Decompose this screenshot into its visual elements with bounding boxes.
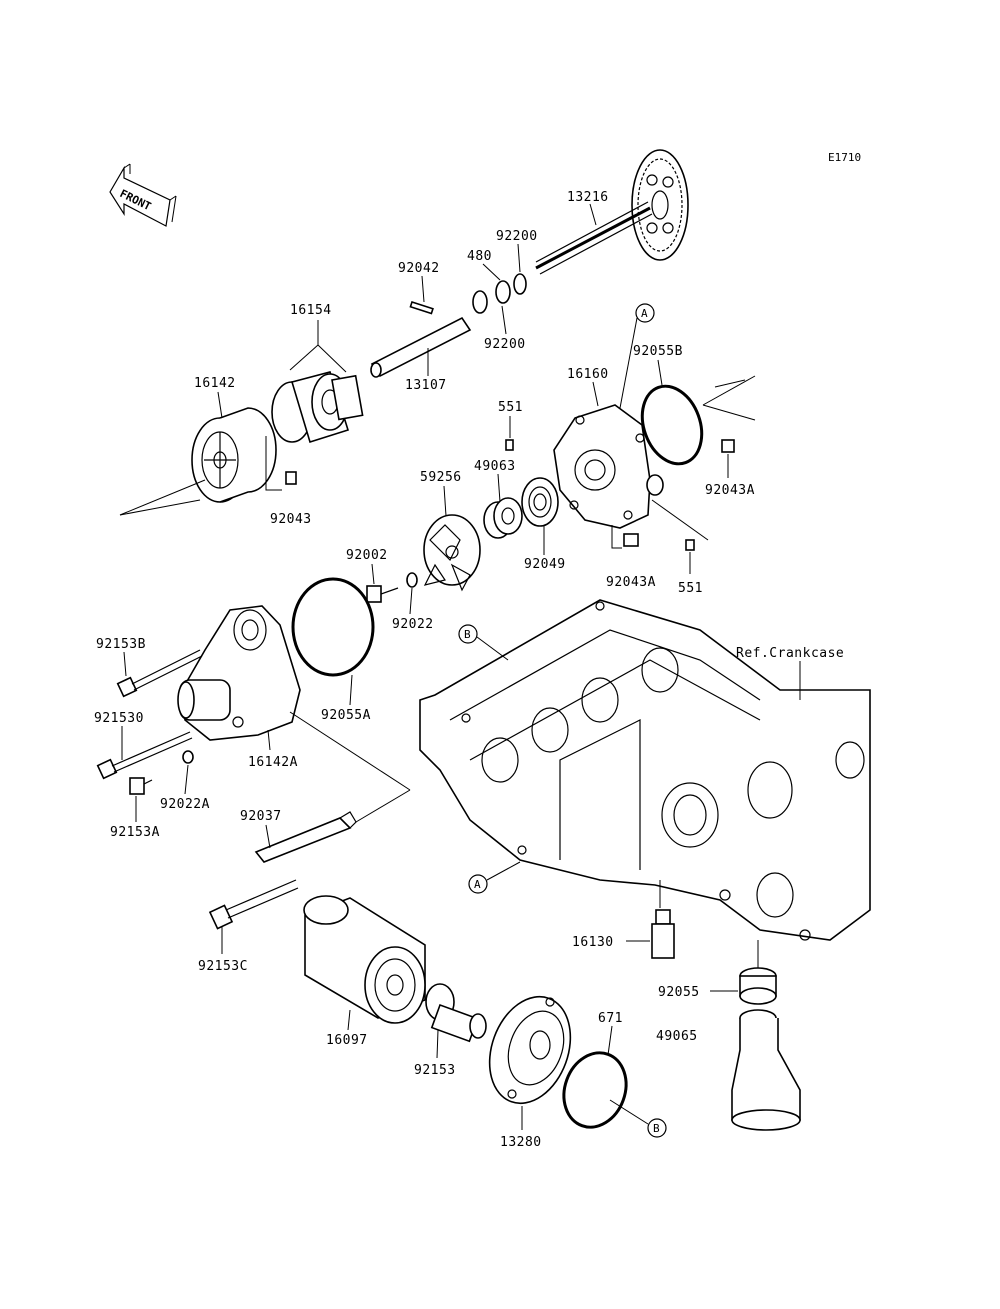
label-551-upper: 551 [498, 400, 523, 415]
bolt-92153C [208, 879, 299, 930]
label-92002: 92002 [346, 548, 388, 563]
label-92153C: 92153C [198, 959, 248, 974]
label-92049: 92049 [524, 557, 566, 572]
callout-a-lower [468, 874, 488, 894]
oil-filter-16097 [303, 895, 426, 1024]
rotor-housing-16142 [191, 407, 277, 503]
callout-a-lower-text: A [474, 878, 481, 891]
washer-92200-upper [513, 273, 527, 295]
callout-b-lower-text: B [653, 1122, 660, 1135]
label-480: 480 [467, 249, 492, 264]
pump-cover-16160 [553, 404, 664, 529]
label-92043: 92043 [270, 512, 312, 527]
bolt-92153A [129, 777, 153, 795]
label-16142A: 16142A [248, 755, 298, 770]
label-92200-upper: 92200 [496, 229, 538, 244]
strainer-ring-92055 [739, 967, 777, 1005]
bearing-92049 [521, 477, 559, 527]
label-92200-lower: 92200 [484, 337, 526, 352]
fitting-92153 [425, 983, 487, 1043]
label-92043A-lower: 92043A [606, 575, 656, 590]
label-13280: 13280 [500, 1135, 542, 1150]
label-92153A: 92153A [110, 825, 160, 840]
seal-49063 [483, 497, 523, 539]
label-16130: 16130 [572, 935, 614, 950]
label-92055: 92055 [658, 985, 700, 1000]
label-92055A: 92055A [321, 708, 371, 723]
dowel-92043 [285, 471, 297, 485]
label-13216: 13216 [567, 190, 609, 205]
bolt-92002 [366, 585, 399, 603]
label-92055B: 92055B [633, 344, 683, 359]
crankcase [419, 599, 871, 941]
label-551-lower: 551 [678, 581, 703, 596]
label-16142: 16142 [194, 376, 236, 391]
label-59256: 59256 [420, 470, 462, 485]
pump-body-16142A [177, 605, 301, 741]
front-arrow-icon: FRONT [109, 163, 177, 227]
bolt-92153B [116, 649, 203, 698]
callout-b-lower [647, 1118, 667, 1138]
label-13107: 13107 [405, 378, 447, 393]
washer-92200-lower [472, 290, 488, 314]
gear-13216 [535, 149, 689, 275]
label-16160: 16160 [567, 367, 609, 382]
oil-strainer-49065 [731, 1009, 801, 1131]
bracket-92037 [254, 811, 357, 863]
washer-92022 [406, 572, 418, 588]
dowel-92043A-right [721, 439, 735, 453]
callout-b-upper [458, 624, 478, 644]
o-ring-92055A [291, 577, 375, 677]
pin-551-lower [685, 539, 695, 551]
label-49063: 49063 [474, 459, 516, 474]
callout-a-upper-text: A [641, 307, 648, 320]
label-92043A-right: 92043A [705, 483, 755, 498]
label-92022A: 92022A [160, 797, 210, 812]
label-49065: 49065 [656, 1029, 698, 1044]
reference-label: Ref.Crankcase [736, 646, 844, 661]
label-671: 671 [598, 1011, 623, 1026]
circlip-480 [495, 280, 511, 304]
label-92153B: 92153B [96, 637, 146, 652]
o-ring-92055B [640, 384, 704, 466]
dowel-92043A-lower [623, 533, 639, 547]
impeller-59256 [423, 514, 481, 592]
label-92042: 92042 [398, 261, 440, 276]
rotor-16154 [271, 371, 364, 444]
label-16154: 16154 [290, 303, 332, 318]
oil-cooler-13280 [488, 995, 572, 1105]
label-92022: 92022 [392, 617, 434, 632]
label-92037: 92037 [240, 809, 282, 824]
bolt-92153D [96, 731, 193, 780]
pin-92042 [409, 300, 434, 315]
diagram-code: E1710 [828, 151, 861, 164]
label-92153: 92153 [414, 1063, 456, 1078]
label-16097: 16097 [326, 1033, 368, 1048]
shaft-13107 [370, 316, 472, 378]
pin-551-upper [505, 439, 514, 451]
washer-92022A [182, 750, 194, 764]
callout-a-upper [635, 303, 655, 323]
callout-b-upper-text: B [464, 628, 471, 641]
switch-16130 [651, 909, 675, 959]
label-92153D: 921530 [94, 711, 144, 726]
